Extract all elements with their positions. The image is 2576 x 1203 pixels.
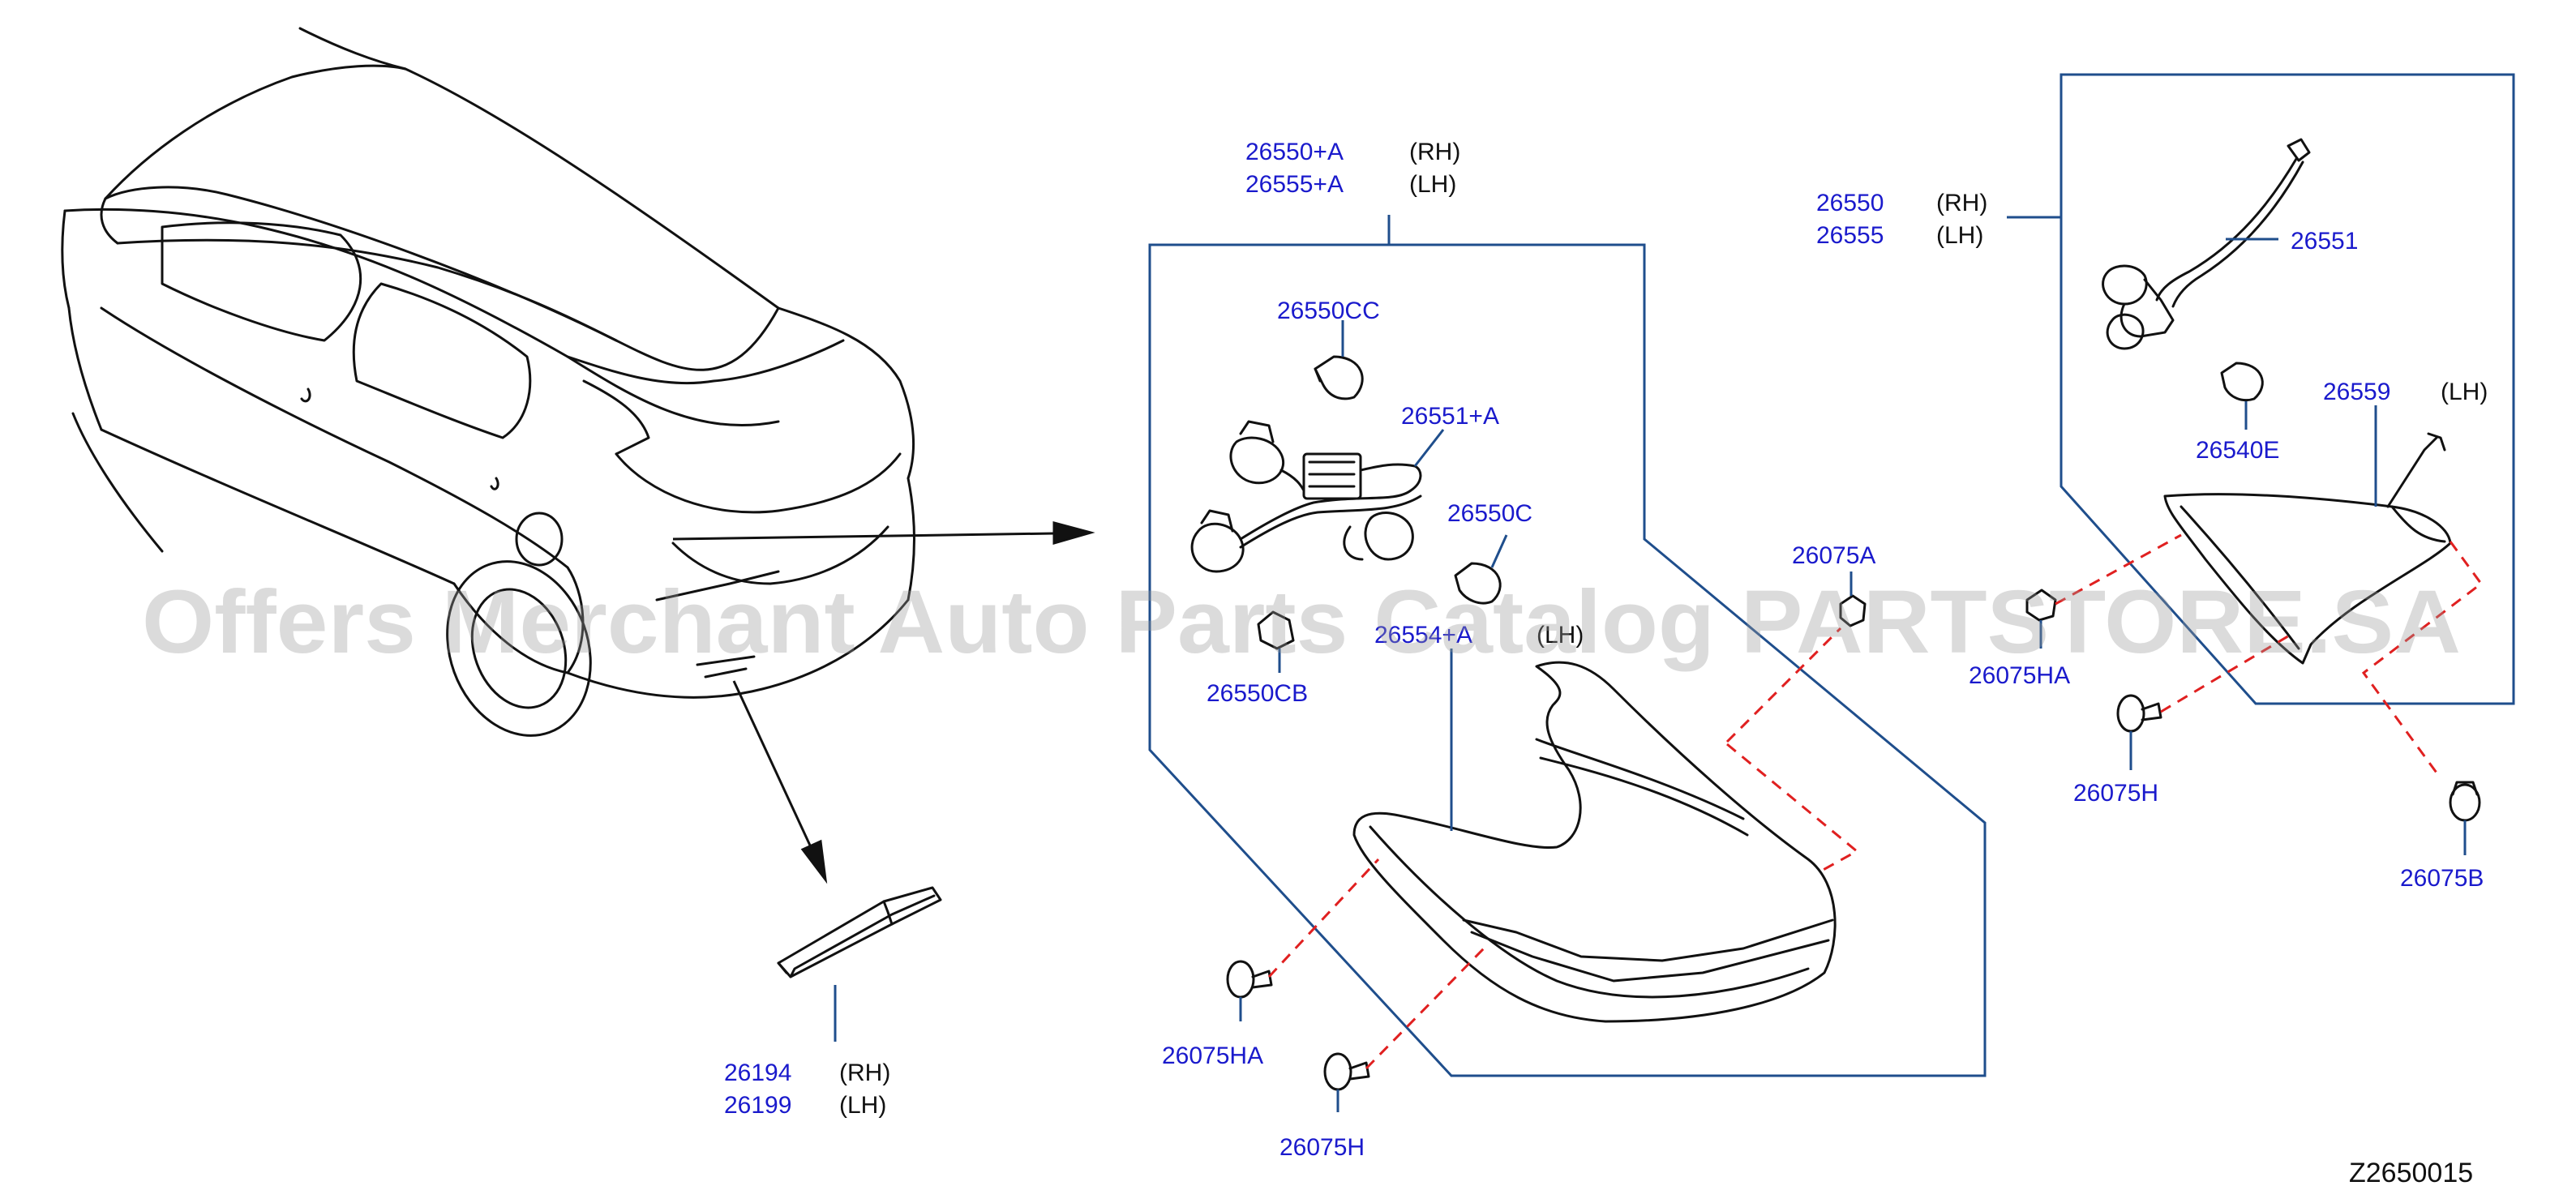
rear-lamp-lens-26559 [2163, 432, 2452, 665]
clip-26075b-shape [2449, 781, 2481, 822]
part-number-26540e[interactable]: 26540E [2196, 437, 2279, 464]
bulb-26550cc [1314, 355, 1364, 400]
lens-a-side-label: (LH) [1537, 622, 1584, 649]
part-number-26554a[interactable]: 26554+A [1374, 622, 1472, 649]
side-marker-lamp [777, 886, 942, 978]
car-arrows [672, 521, 1095, 884]
part-number-26550[interactable]: 26550 [1816, 190, 1884, 216]
side-marker-lh-label: (LH) [839, 1092, 886, 1119]
bulb-26540e [2220, 362, 2264, 402]
clip-26075ha-left-shape [1226, 960, 1273, 999]
assy-lh-label: (LH) [1936, 222, 1983, 249]
part-number-26075h-left[interactable]: 26075H [1279, 1134, 1365, 1161]
clip-26075h-left-shape [1323, 1052, 1370, 1091]
harness-26551a [1190, 420, 1422, 573]
part-number-26555[interactable]: 26555 [1816, 222, 1884, 249]
labels: 26550+A 26555+A (RH) (LH) 26550CC 26551+… [724, 139, 2488, 1188]
part-number-26550cb[interactable]: 26550CB [1207, 680, 1308, 707]
socket-26550cb [1257, 610, 1295, 650]
part-number-26555a[interactable]: 26555+A [1245, 171, 1344, 198]
part-number-26075a[interactable]: 26075A [1792, 542, 1875, 569]
part-number-26550c[interactable]: 26550C [1447, 500, 1532, 527]
part-number-26075h-right[interactable]: 26075H [2073, 780, 2158, 807]
part-number-26551[interactable]: 26551 [2291, 228, 2358, 255]
part-number-26551a[interactable]: 26551+A [1401, 403, 1499, 430]
part-number-26199[interactable]: 26199 [724, 1092, 791, 1119]
leader-harness-a [1413, 429, 1445, 467]
dashed-guides-right [2055, 533, 2484, 779]
part-number-26559[interactable]: 26559 [2323, 379, 2390, 405]
drawing-id: Z2650015 [2349, 1158, 2473, 1188]
part-number-26075b[interactable]: 26075B [2400, 865, 2484, 892]
assy-rh-label: (RH) [1936, 190, 1987, 216]
car-illustration [61, 27, 915, 737]
lens-side-label: (LH) [2441, 379, 2488, 405]
part-number-26550cc[interactable]: 26550CC [1277, 298, 1380, 324]
clip-26075a [1839, 594, 1867, 627]
side-marker-rh-label: (RH) [839, 1060, 890, 1086]
leader-bulb-c [1490, 534, 1508, 568]
assembly-frame-left [1148, 243, 1987, 1077]
harness-26551 [2102, 138, 2311, 350]
bulb-26550c [1454, 562, 1502, 605]
part-number-26194[interactable]: 26194 [724, 1060, 791, 1086]
clip-26075ha-right-shape [2025, 589, 2057, 622]
part-number-26075ha-left[interactable]: 26075HA [1162, 1042, 1263, 1069]
watermark-text: Offers Merchant Auto Parts Catalog PARTS… [142, 572, 2461, 672]
dashed-guides-left [1267, 627, 1859, 1070]
part-number-26550a[interactable]: 26550+A [1245, 139, 1344, 165]
clip-26075h-right-shape [2116, 694, 2162, 733]
side-lh-label: (LH) [1409, 171, 1456, 198]
part-number-26075ha-right[interactable]: 26075HA [1969, 662, 2070, 689]
side-rh-label: (RH) [1409, 139, 1460, 165]
rear-lamp-lens-26554a [1352, 661, 1837, 1023]
